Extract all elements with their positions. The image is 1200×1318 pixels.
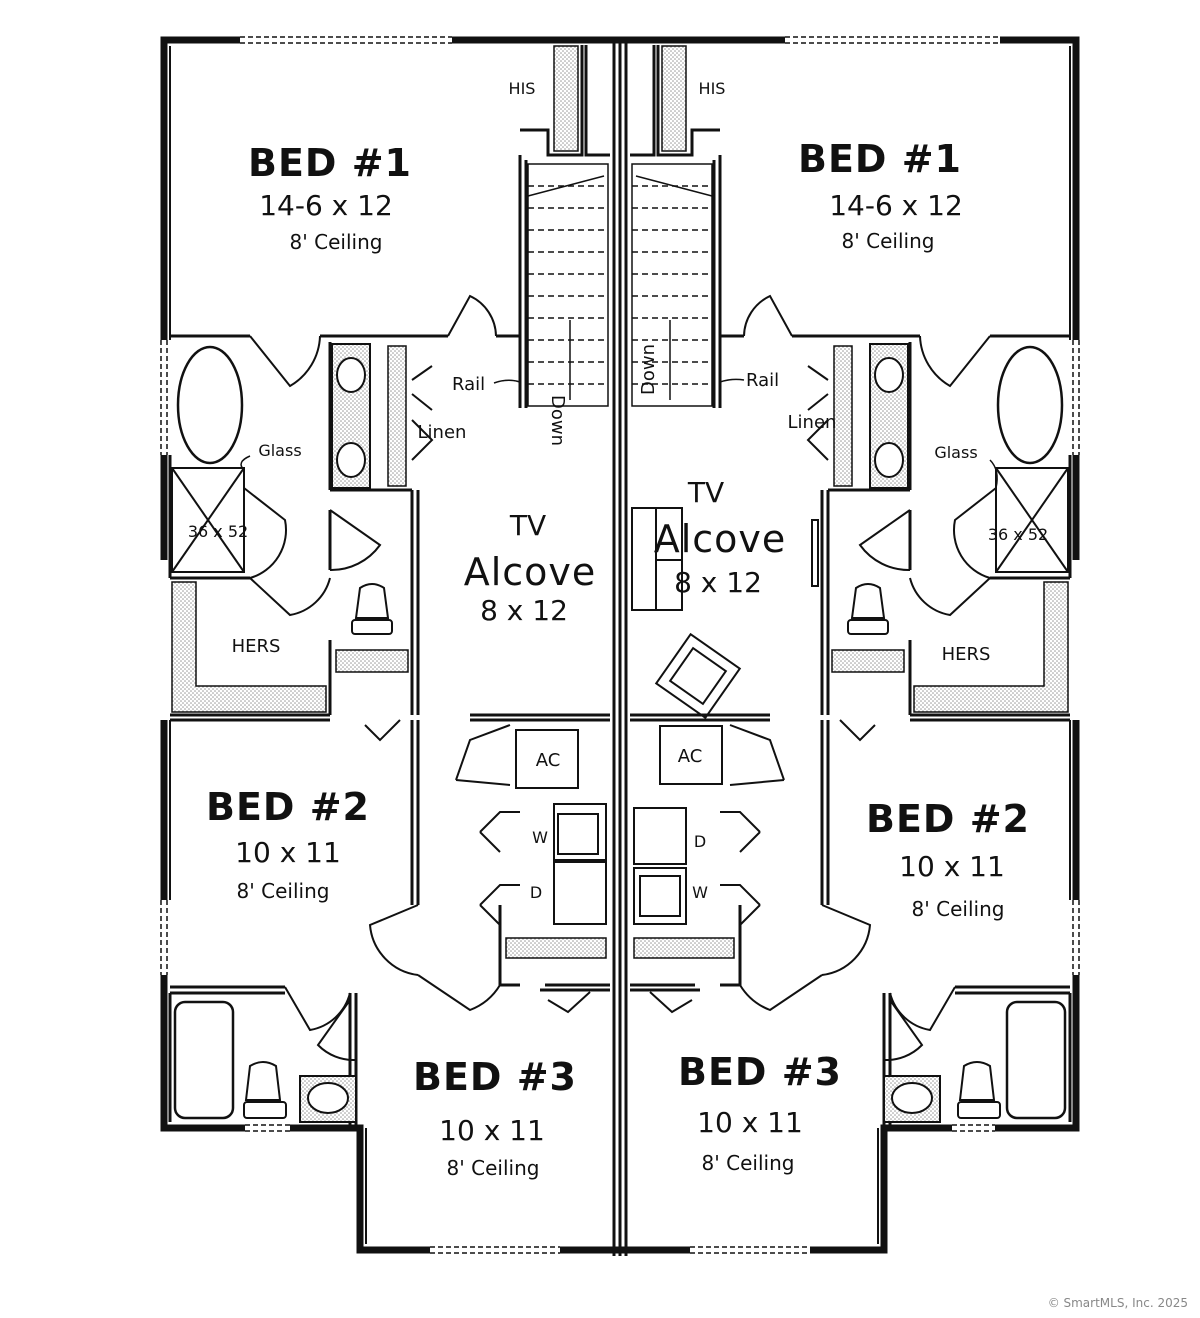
showers bbox=[171, 467, 1069, 573]
interior-walls-left bbox=[168, 45, 610, 1128]
room-size: 10 x 11 bbox=[899, 850, 1005, 883]
glass-label: Glass bbox=[934, 443, 977, 462]
room-name: BED #2 bbox=[206, 785, 370, 829]
interior-walls-right bbox=[630, 45, 1072, 1128]
room-size: 10 x 11 bbox=[439, 1114, 545, 1147]
room-ceiling: 8' Ceiling bbox=[842, 229, 935, 253]
laundry bbox=[553, 803, 687, 925]
tubs bbox=[173, 345, 1067, 1120]
room-ceiling: 8' Ceiling bbox=[447, 1156, 540, 1180]
sinks bbox=[307, 357, 933, 1114]
room-size: 10 x 11 bbox=[235, 836, 341, 869]
copyright-text: © SmartMLS, Inc. 2025 bbox=[1047, 1296, 1188, 1310]
linen-label: Linen bbox=[788, 412, 837, 433]
room-name: BED #1 bbox=[248, 141, 412, 185]
room-ceiling: 8' Ceiling bbox=[702, 1151, 795, 1175]
room-name: BED #1 bbox=[798, 137, 962, 181]
room-size: 10 x 11 bbox=[697, 1106, 803, 1139]
closet-label: HERS bbox=[232, 636, 281, 657]
shower-size: 36 x 52 bbox=[988, 525, 1048, 544]
toilets bbox=[243, 583, 1001, 1119]
ac-label: AC bbox=[536, 750, 561, 771]
labels-left: BED #1 14-6 x 12 8' Ceiling BED #2 10 x … bbox=[188, 79, 597, 1180]
room-name: BED #3 bbox=[678, 1050, 842, 1094]
rail-label: Rail bbox=[452, 374, 485, 395]
room-name: BED #3 bbox=[413, 1055, 577, 1099]
leader-lines bbox=[240, 378, 998, 489]
closet-label: HIS bbox=[509, 79, 536, 98]
stairs bbox=[527, 163, 713, 407]
glass-label: Glass bbox=[258, 441, 301, 460]
stair-direction: Down bbox=[547, 395, 568, 446]
rail-label: Rail bbox=[746, 370, 779, 391]
shower-size: 36 x 52 bbox=[188, 522, 248, 541]
tv-alcove-furniture bbox=[631, 507, 819, 720]
exterior-inner-lines bbox=[169, 46, 1071, 1244]
tv-alcove-size: 8 x 12 bbox=[480, 594, 568, 627]
tv-alcove-title: Alcove bbox=[654, 517, 787, 561]
dryer-label: D bbox=[530, 883, 542, 902]
room-name: BED #2 bbox=[866, 797, 1030, 841]
labels-right: BED #1 14-6 x 12 8' Ceiling BED #2 10 x … bbox=[638, 79, 1048, 1175]
dryer-label: D bbox=[694, 832, 706, 851]
room-ceiling: 8' Ceiling bbox=[290, 230, 383, 254]
ac-units bbox=[515, 725, 723, 789]
tv-alcove-size: 8 x 12 bbox=[674, 566, 762, 599]
room-ceiling: 8' Ceiling bbox=[912, 897, 1005, 921]
closet-label: HIS bbox=[699, 79, 726, 98]
washer-label: W bbox=[532, 828, 548, 847]
room-size: 14-6 x 12 bbox=[829, 189, 963, 222]
ac-label: AC bbox=[678, 746, 703, 767]
party-wall bbox=[612, 40, 628, 1256]
stair-direction: Down bbox=[638, 344, 659, 395]
doors bbox=[243, 294, 997, 1062]
closet-label: HERS bbox=[942, 644, 991, 665]
tv-alcove-title: TV bbox=[509, 509, 546, 542]
tv-alcove-title: Alcove bbox=[464, 550, 597, 594]
closet-shelves bbox=[171, 45, 1069, 959]
exterior-walls bbox=[160, 36, 1080, 1254]
windows bbox=[160, 36, 1080, 1254]
washer-label: W bbox=[692, 883, 708, 902]
tv-alcove-title: TV bbox=[687, 476, 724, 509]
room-size: 14-6 x 12 bbox=[259, 189, 393, 222]
room-ceiling: 8' Ceiling bbox=[237, 879, 330, 903]
linen-label: Linen bbox=[418, 422, 467, 443]
